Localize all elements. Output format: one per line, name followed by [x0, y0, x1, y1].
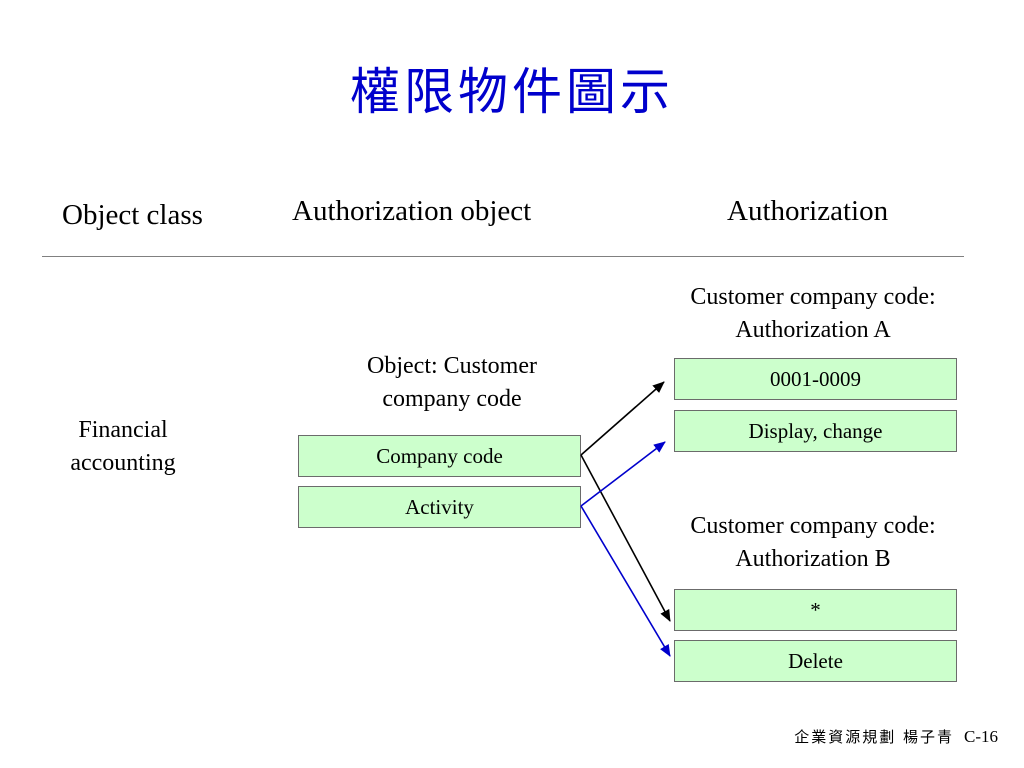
authorization-object-caption: Object: Customer company code: [300, 350, 604, 416]
arrow-activity-to-auth-a: [580, 441, 666, 507]
arrow-company-code-to-auth-b: [580, 454, 671, 622]
authorization-a-caption-line-1: Customer company code:: [690, 284, 936, 310]
authorization-b-caption-line-1: Customer company code:: [690, 513, 936, 539]
header-authorization-object: Authorization object: [292, 195, 532, 227]
authorization-b-caption-line-2: Authorization B: [735, 546, 891, 572]
footer-author: 企業資源規劃 楊子青: [794, 728, 954, 746]
authorization-a-activity-value: Display, change: [674, 410, 957, 452]
footer-page-number: C-16: [964, 727, 998, 746]
authorization-a-caption: Customer company code: Authorization A: [662, 281, 964, 347]
footer: 企業資源規劃 楊子青 C-16: [794, 726, 998, 747]
authorization-object-caption-line-1: Object: Customer: [367, 353, 537, 379]
page-title: 權限物件圖示: [350, 63, 674, 121]
object-class-line-1: Financial: [78, 417, 168, 443]
object-class-value: Financial accounting: [48, 414, 198, 480]
header-authorization: Authorization: [727, 195, 889, 227]
authorization-b-caption: Customer company code: Authorization B: [662, 510, 964, 576]
header-divider: [42, 256, 964, 257]
authorization-a-caption-line-2: Authorization A: [735, 317, 891, 343]
field-company-code: Company code: [298, 435, 581, 477]
authorization-b-company-code-value: *: [674, 589, 957, 631]
header-object-class: Object class: [62, 199, 203, 231]
field-activity: Activity: [298, 486, 581, 528]
arrow-company-code-to-auth-a: [580, 381, 665, 456]
object-class-line-2: accounting: [70, 450, 176, 476]
arrow-activity-to-auth-b: [580, 505, 671, 657]
authorization-b-activity-value: Delete: [674, 640, 957, 682]
authorization-a-company-code-value: 0001-0009: [674, 358, 957, 400]
authorization-object-caption-line-2: company code: [382, 386, 522, 412]
